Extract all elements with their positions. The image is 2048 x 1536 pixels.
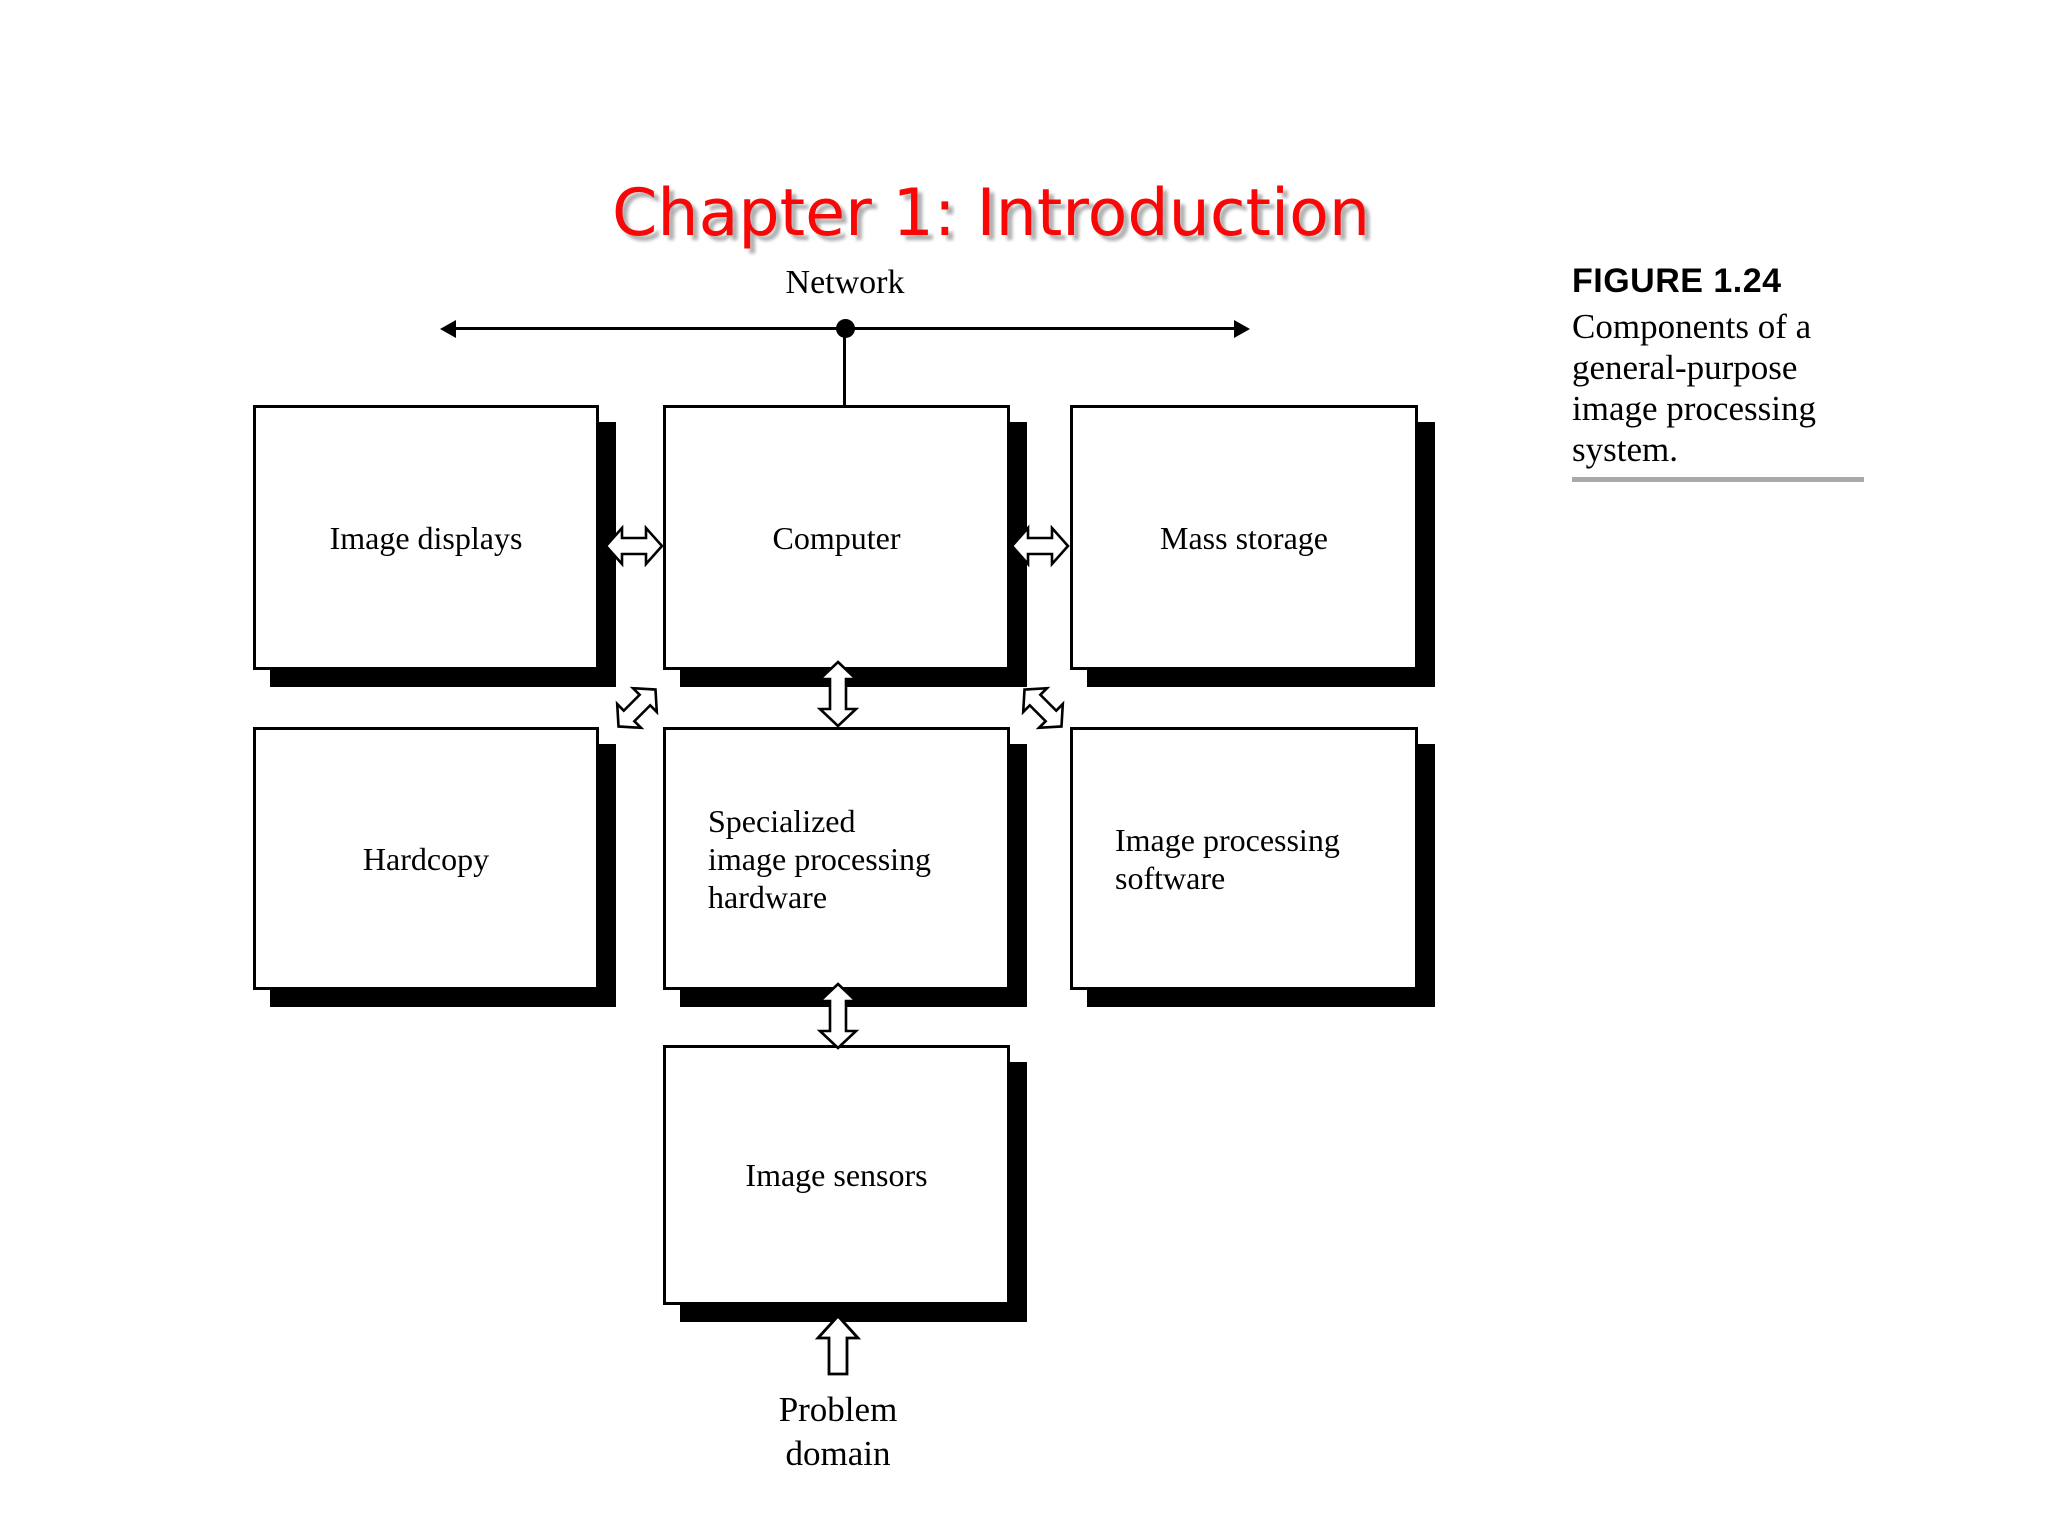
box-image-processing-software: Image processing software	[1070, 727, 1418, 990]
double-arrow-computer-storage-icon	[1010, 524, 1070, 568]
box-mass-storage-label: Mass storage	[1160, 519, 1328, 556]
network-right-arrowhead-icon	[1234, 320, 1250, 338]
box-computer: Computer	[663, 405, 1010, 670]
figure-caption-rule	[1572, 477, 1864, 482]
figure-number-label: FIGURE 1.24	[1572, 262, 1782, 300]
box-specialized-hardware: Specialized image processing hardware	[663, 727, 1010, 990]
double-arrow-computer-specialized-icon	[815, 660, 861, 728]
box-hardcopy: Hardcopy	[253, 727, 599, 990]
diagonal-double-arrow-computer-hardcopy-icon	[595, 666, 680, 751]
box-hardcopy-label: Hardcopy	[362, 840, 490, 877]
problem-domain-label: Problem domain	[778, 1390, 898, 1473]
network-left-arrowhead-icon	[440, 320, 456, 338]
up-arrow-problem-domain-icon	[814, 1313, 862, 1376]
box-image-sensors-label: Image sensors	[745, 1157, 928, 1193]
slide-title: Chapter 1: Introduction	[612, 176, 1371, 251]
network-to-computer-connector	[843, 328, 846, 406]
box-image-displays: Image displays	[253, 405, 599, 670]
box-computer-label: Computer	[772, 519, 901, 556]
double-arrow-displays-computer-icon	[604, 524, 664, 568]
box-image-displays-label: Image displays	[329, 519, 523, 556]
double-arrow-specialized-sensors-icon	[815, 982, 861, 1050]
box-mass-storage: Mass storage	[1070, 405, 1418, 670]
box-specialized-hardware-label: Specialized image processing hardware	[708, 802, 932, 915]
network-label: Network	[785, 264, 905, 301]
diagonal-double-arrow-computer-software-icon	[1001, 666, 1086, 751]
box-image-sensors: Image sensors	[663, 1045, 1010, 1305]
figure-caption-text: Components of a general-purpose image pr…	[1572, 307, 1816, 469]
box-image-processing-software-label: Image processing software	[1115, 821, 1340, 896]
